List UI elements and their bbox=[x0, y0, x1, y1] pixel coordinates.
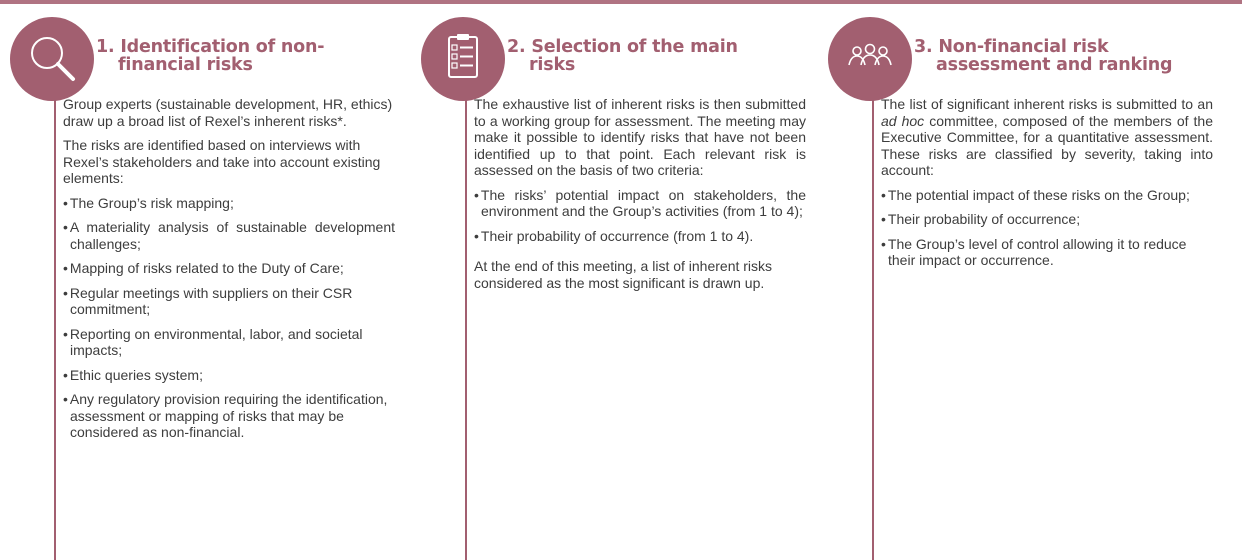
bullet-item: The Group’s risk mapping; bbox=[63, 195, 395, 212]
section-divider-line bbox=[465, 60, 467, 560]
section-title-line1: 2. Selection of the main bbox=[507, 37, 738, 57]
bullet-item: The Group’s level of control allowing it… bbox=[881, 236, 1213, 269]
magnifier-icon bbox=[10, 17, 94, 101]
bullet-item: The potential impact of these risks on t… bbox=[881, 187, 1213, 204]
section-title-line2: risks bbox=[529, 55, 576, 75]
bullet-list: The potential impact of these risks on t… bbox=[881, 187, 1213, 269]
section-title-line2: assessment and ranking bbox=[936, 55, 1173, 75]
bullet-list: The risks’ potential impact on stakehold… bbox=[474, 187, 806, 245]
section-divider-line bbox=[872, 60, 874, 560]
bullet-item: Mapping of risks related to the Duty of … bbox=[63, 260, 395, 277]
section-title-line2: financial risks bbox=[118, 55, 253, 75]
bullet-item: Any regulatory provision requiring the i… bbox=[63, 391, 395, 441]
section-body: Group experts (sustainable development, … bbox=[63, 96, 395, 449]
bullet-item: Reporting on environmental, labor, and s… bbox=[63, 326, 395, 359]
section-identification: 1. Identification of non- financial risk… bbox=[10, 0, 395, 560]
bullet-item: Ethic queries system; bbox=[63, 367, 395, 384]
paragraph: The risks are identified based on interv… bbox=[63, 137, 381, 186]
paragraph: The list of significant inherent risks i… bbox=[881, 96, 1213, 179]
section-title: 1. Identification of non- financial risk… bbox=[96, 38, 396, 74]
bullet-item: Their probability of occurrence; bbox=[881, 211, 1213, 228]
paragraph: At the end of this meeting, a list of in… bbox=[474, 258, 773, 291]
section-assessment: 3. Non-financial risk assessment and ran… bbox=[828, 0, 1213, 560]
paragraph-text: committee, composed of the members of th… bbox=[881, 112, 1213, 179]
section-title: 3. Non-financial risk assessment and ran… bbox=[914, 38, 1214, 74]
bullet-item: Regular meetings with suppliers on their… bbox=[63, 285, 395, 318]
paragraph-text: The list of significant inherent risks i… bbox=[881, 96, 1213, 112]
paragraph: Group experts (sustainable development, … bbox=[63, 96, 393, 129]
bullet-list: The Group’s risk mapping; A materiality … bbox=[63, 195, 395, 441]
bullet-item: A materiality analysis of sustainable de… bbox=[63, 219, 395, 252]
section-title: 2. Selection of the main risks bbox=[507, 38, 807, 74]
paragraph: The exhaustive list of inherent risks is… bbox=[474, 96, 806, 178]
bullet-item: Their probability of occurrence (from 1 … bbox=[474, 228, 806, 245]
bullet-item: The risks’ potential impact on stakehold… bbox=[474, 187, 806, 220]
section-body: The list of significant inherent risks i… bbox=[881, 96, 1213, 277]
paragraph-emphasis: ad hoc bbox=[881, 112, 925, 129]
section-title-line1: 3. Non-financial risk bbox=[914, 37, 1109, 57]
top-rule bbox=[0, 0, 1242, 4]
section-divider-line bbox=[54, 60, 56, 560]
section-title-line1: 1. Identification of non- bbox=[96, 37, 325, 57]
section-body: The exhaustive list of inherent risks is… bbox=[474, 96, 806, 299]
section-selection: 2. Selection of the main risks The exhau… bbox=[421, 0, 806, 560]
people-group-icon bbox=[828, 17, 912, 101]
checklist-icon bbox=[421, 17, 505, 101]
